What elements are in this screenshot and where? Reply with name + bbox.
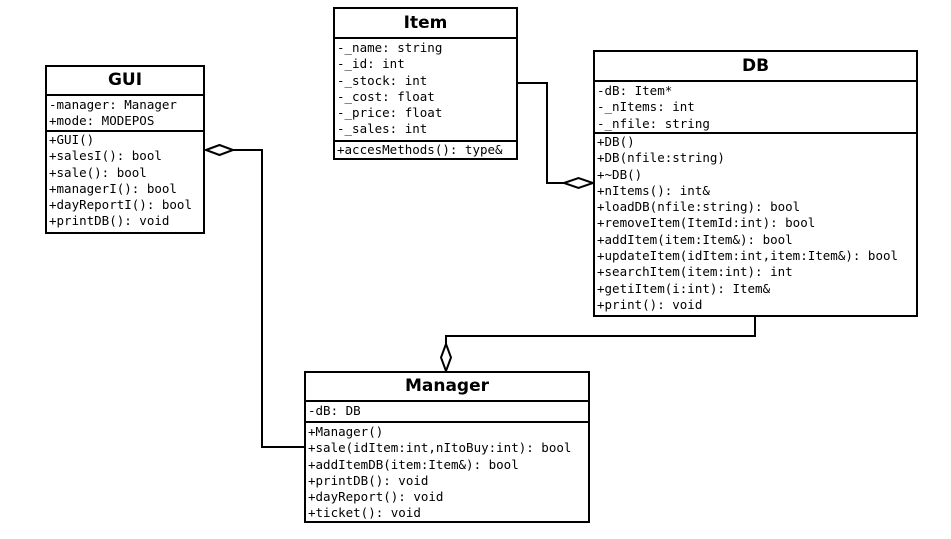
gui-method: +dayReportI(): bool (49, 197, 192, 213)
class-item-name: Item (335, 9, 516, 39)
class-manager-attributes: -dB: DB (306, 402, 588, 423)
item-attribute: -_cost: float (337, 88, 435, 104)
class-manager-methods: +Manager() +sale(idItem:int,nItoBuy:int)… (306, 423, 588, 522)
class-gui-name: GUI (47, 67, 203, 96)
manager-method: +Manager() (308, 424, 384, 439)
manager-attribute: -dB: DB (308, 403, 361, 418)
gui-attribute: -manager: Manager (49, 97, 177, 112)
item-attribute: -_sales: int (337, 121, 428, 137)
db-method: +DB(nfile:string) (597, 150, 725, 166)
item-attribute: -_stock: int (337, 72, 428, 88)
db-item-aggregation-line (518, 82, 564, 184)
gui-method: +printDB(): void (49, 213, 170, 229)
class-item-methods: +accesMethods(): type& (335, 142, 516, 158)
manager-method: +addItemDB(item:Item&): bool (308, 456, 519, 472)
manager-aggregation-diamond (439, 341, 453, 374)
db-method: +~DB() (597, 166, 643, 182)
db-aggregation-diamond (560, 176, 597, 190)
db-attribute: -_nfile: string (597, 115, 710, 131)
gui-method: +sale(): bool (49, 164, 147, 180)
gui-manager-aggregation-line (233, 149, 305, 448)
manager-method: +printDB(): void (308, 472, 429, 488)
manager-method: +dayReport(): void (308, 489, 444, 505)
gui-method: +salesI(): bool (49, 148, 162, 164)
db-method: +loadDB(nfile:string): bool (597, 199, 801, 215)
db-method: +getiItem(i:int): Item& (597, 280, 771, 296)
class-item-attributes: -_name: string -_id: int -_stock: int -_… (335, 39, 516, 142)
class-db-name: DB (595, 52, 916, 82)
manager-db-aggregation-line (445, 316, 756, 344)
gui-method: +GUI() (49, 132, 95, 147)
class-item[interactable]: Item -_name: string -_id: int -_stock: i… (333, 7, 518, 160)
manager-method: +sale(idItem:int,nItoBuy:int): bool (308, 440, 572, 456)
manager-method: +ticket(): void (308, 505, 421, 521)
class-gui-methods: +GUI() +salesI(): bool +sale(): bool +ma… (47, 132, 203, 230)
db-method: +DB() (597, 134, 635, 149)
class-manager-name: Manager (306, 373, 588, 402)
item-attribute: -_name: string (337, 40, 443, 55)
class-db[interactable]: DB -dB: Item* -_nItems: int -_nfile: str… (593, 50, 918, 317)
db-method: +print(): void (597, 296, 703, 312)
db-method: +nItems(): int& (597, 182, 710, 198)
db-method: +addItem(item:Item&): bool (597, 231, 793, 247)
item-attribute: -_price: float (337, 105, 443, 121)
class-db-attributes: -dB: Item* -_nItems: int -_nfile: string (595, 82, 916, 134)
gui-attribute: +mode: MODEPOS (49, 113, 155, 129)
class-db-methods: +DB() +DB(nfile:string) +~DB() +nItems()… (595, 134, 916, 313)
class-manager[interactable]: Manager -dB: DB +Manager() +sale(idItem:… (304, 371, 590, 523)
db-method: +removeItem(ItemId:int): bool (597, 215, 816, 231)
item-method: +accesMethods(): type& (337, 142, 503, 157)
class-gui[interactable]: GUI -manager: Manager +mode: MODEPOS +GU… (45, 65, 205, 234)
item-attribute: -_id: int (337, 56, 405, 72)
gui-method: +managerI(): bool (49, 180, 177, 196)
db-method: +updateItem(idItem:int,item:Item&): bool (597, 248, 899, 264)
class-gui-attributes: -manager: Manager +mode: MODEPOS (47, 96, 203, 132)
db-attribute: -_nItems: int (597, 99, 695, 115)
gui-aggregation-diamond (203, 143, 236, 157)
db-method: +searchItem(item:int): int (597, 264, 793, 280)
db-attribute: -dB: Item* (597, 83, 673, 98)
